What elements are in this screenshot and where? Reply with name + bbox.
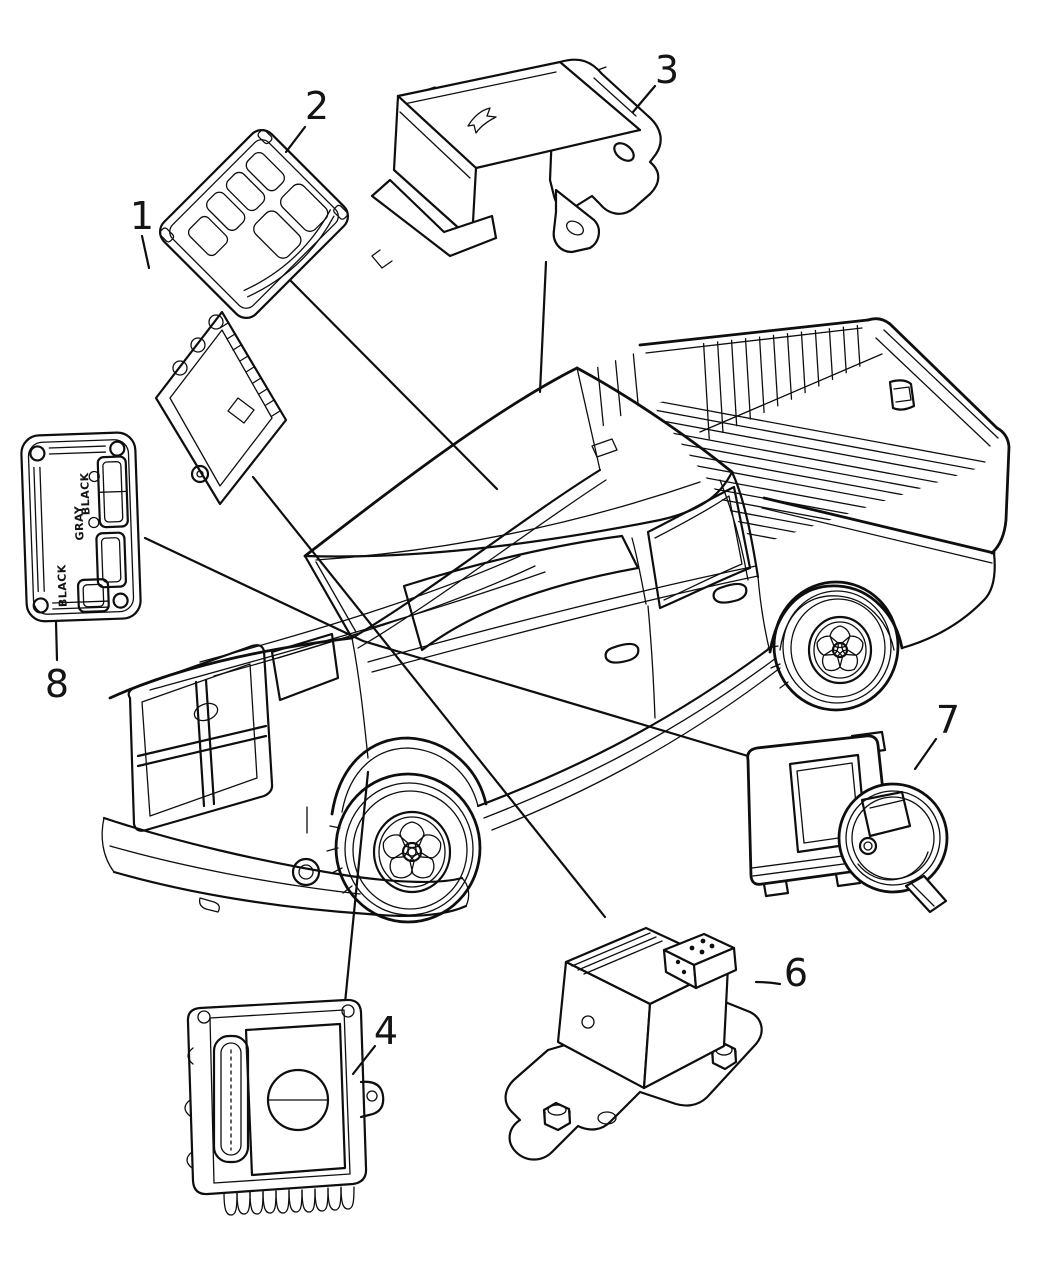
siren-stem — [904, 874, 948, 914]
leader-line-module1-module6 — [251, 475, 607, 919]
grille — [127, 644, 274, 832]
plate-label-black-top: BLACK — [78, 472, 92, 515]
module-6-bracket-mounted-module — [504, 926, 763, 1161]
module-3-connector — [370, 178, 498, 258]
module-7-siren-module — [746, 730, 949, 914]
module-6-connector — [662, 932, 738, 990]
front-door-window — [402, 534, 640, 652]
windshield-top-edge — [303, 366, 579, 558]
leader-line-module3 — [538, 260, 548, 394]
leader-line-module4 — [343, 770, 370, 1005]
module-1-flat-control-module — [154, 310, 288, 506]
rear-wheel-spokes — [816, 625, 864, 672]
callouts: 1 2 3 4 6 7 8 — [45, 48, 960, 1076]
fog-light — [291, 857, 321, 887]
module-8-connector-plate: BLACK GRAY BLACK — [20, 431, 142, 623]
connector-slot-3 — [76, 578, 110, 613]
headlight — [270, 632, 340, 702]
front-wheel — [326, 736, 488, 924]
module-4-abs-module — [184, 998, 385, 1216]
module-2-cluster-module — [158, 128, 350, 320]
rear-door-handle — [712, 582, 748, 604]
rear-wheel — [767, 580, 904, 712]
cowl-line — [350, 468, 602, 640]
front-bumper — [101, 816, 470, 917]
plate-label-black-bottom: BLACK — [55, 564, 69, 607]
leader-line-module8-module7 — [143, 536, 770, 764]
callout-number-4: 4 — [374, 1009, 398, 1053]
abs-pin-fins — [223, 1186, 355, 1216]
bed-near-rail — [762, 496, 996, 555]
callout-number-1: 1 — [130, 194, 154, 238]
siren-ring — [837, 782, 949, 894]
bracket-nut-left — [542, 1101, 572, 1132]
far-mirror — [591, 438, 618, 458]
abs-connector-strip — [212, 1034, 250, 1164]
callout-number-6: 6 — [784, 951, 808, 995]
bed-floor-slats — [652, 397, 990, 546]
roof-rear-edge — [575, 366, 734, 474]
front-door-handle — [604, 642, 640, 664]
abs-side-tab — [359, 1080, 385, 1119]
plate-label-gray: GRAY — [72, 505, 86, 541]
rocker-line — [476, 646, 772, 808]
connector-slot-2 — [95, 531, 127, 589]
module-3-bracket-module — [370, 58, 662, 269]
front-wheel-arch — [330, 736, 488, 816]
c-pillar — [730, 470, 760, 579]
rear-quarter-window — [646, 485, 752, 610]
leader-line-module2 — [280, 270, 499, 491]
release-arrow-icon — [467, 107, 497, 134]
a-pillar — [303, 554, 354, 640]
hood-vent-oval — [193, 702, 219, 722]
leader-lines — [143, 260, 770, 1005]
callout-number-8: 8 — [45, 662, 69, 706]
door-seam — [647, 605, 656, 719]
front-wheel-spokes — [382, 821, 442, 879]
truck-cab — [303, 366, 781, 831]
roof-drip-rail — [303, 470, 734, 558]
callout-number-7: 7 — [936, 698, 960, 742]
bracket-lower-tab — [552, 188, 600, 254]
callout-number-3: 3 — [655, 48, 679, 92]
callout-number-2: 2 — [305, 84, 329, 128]
